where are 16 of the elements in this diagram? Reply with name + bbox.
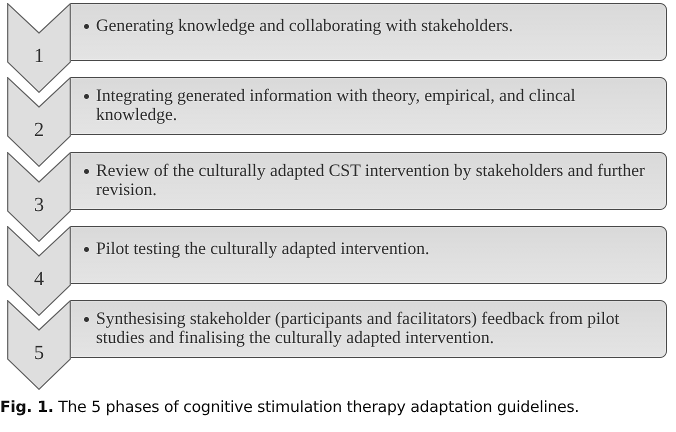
step-number: 3 [33,194,45,217]
phase-box [71,152,667,210]
phase-box [71,300,667,358]
step-number: 5 [33,342,45,365]
step-number: 1 [33,45,45,68]
phase-box [71,77,667,135]
phase-description: Pilot testing the culturally adapted intervention. [96,239,430,258]
phase-description: Generating knowledge and collaborating with stakeholders. [96,16,514,35]
phase-description: Review of the culturally adapted CST intervention by stakeholders and further revision. [96,161,646,198]
step-number: 2 [33,119,45,142]
phase-box [71,3,667,61]
phase-description: Synthesising stakeholder (participants and facilitators) feedback from pilot studies and finalising the culturally adapted intervention. [96,309,620,346]
phase-description: Integrating generated information with theory, empirical, and clincal knowledge. [96,86,576,124]
figure-caption: Fig. 1. The 5 phases of cognitive stimulation therapy adaptation guidelines. [0,398,580,416]
phase-box [71,226,667,284]
step-number: 4 [33,268,45,291]
